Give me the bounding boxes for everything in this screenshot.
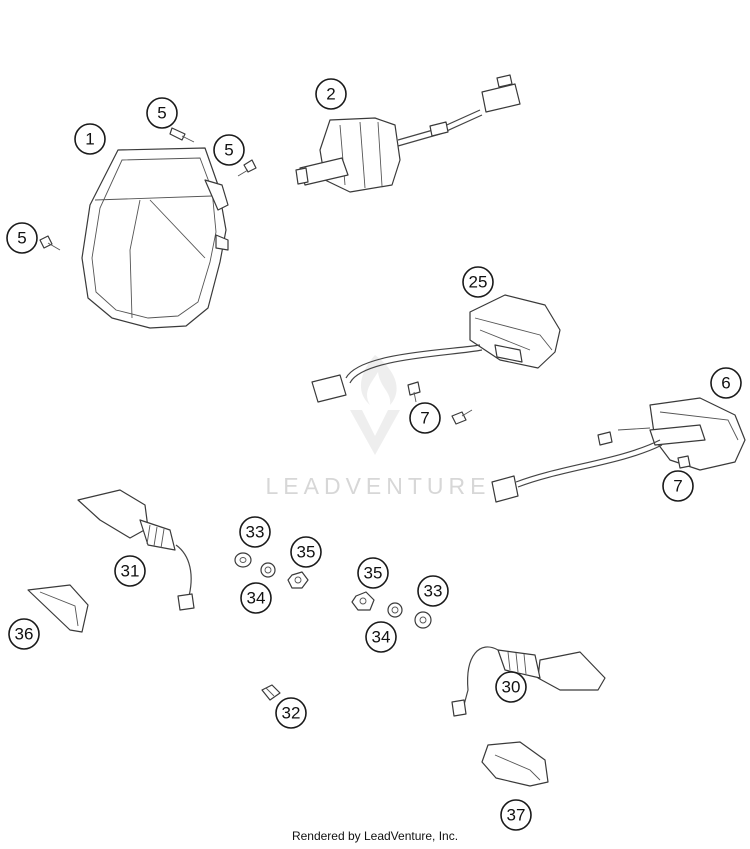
callout-5: 5 [6,222,38,254]
washer-34a [260,562,276,578]
callout-34: 34 [240,582,272,614]
svg-text:33: 33 [424,582,443,601]
svg-text:5: 5 [157,104,166,123]
callout-5: 5 [213,134,245,166]
lens-cover-37-part [481,741,549,787]
callout-36: 36 [8,618,40,650]
callout-7: 7 [409,402,441,434]
washer-33a [234,552,252,568]
tail-light-25-part [311,294,561,403]
callout-37: 37 [500,799,532,831]
callout-35: 35 [290,536,322,568]
svg-text:34: 34 [247,589,266,608]
callout-32: 32 [275,697,307,729]
screw-5b [237,159,257,177]
svg-text:2: 2 [326,85,335,104]
svg-text:31: 31 [121,562,140,581]
callout-35: 35 [357,557,389,589]
callout-5: 5 [146,97,178,129]
turn-signal-30-part [451,646,606,717]
headlight-part [81,147,229,329]
callout-1: 1 [74,123,106,155]
leadventure-watermark-logo [350,355,400,455]
screw-7a [407,381,473,425]
svg-text:34: 34 [372,628,391,647]
footer-credit: Rendered by LeadVenture, Inc. [291,829,459,843]
callout-34: 34 [365,621,397,653]
lens-cover-36-part [27,584,89,633]
svg-text:37: 37 [507,806,526,825]
callout-7: 7 [662,470,694,502]
svg-text:6: 6 [721,374,730,393]
svg-text:35: 35 [297,543,316,562]
svg-text:5: 5 [224,141,233,160]
svg-text:35: 35 [364,564,383,583]
callout-33: 33 [417,575,449,607]
svg-text:1: 1 [85,130,94,149]
watermark-text: LEADVENTURE [266,473,491,499]
callout-30: 30 [495,671,527,703]
callout-31: 31 [114,555,146,587]
screw-5a [169,127,195,143]
washer-33b [414,611,432,629]
svg-text:7: 7 [420,409,429,428]
bulb-holder-part [295,74,521,193]
callout-33: 33 [239,516,271,548]
svg-text:7: 7 [673,477,682,496]
callout-2: 2 [315,78,347,110]
nut-35b [351,591,375,611]
svg-text:32: 32 [282,704,301,723]
washer-34b [387,602,403,618]
svg-text:36: 36 [15,625,34,644]
svg-text:5: 5 [17,229,26,248]
svg-text:25: 25 [469,273,488,292]
callout-6: 6 [710,367,742,399]
screw-5c [39,235,61,251]
plate-light-6-part [491,397,746,503]
turn-signal-31-part [77,489,195,611]
bolt-32-part [261,684,281,701]
svg-text:33: 33 [246,523,265,542]
callout-25: 25 [462,266,494,298]
svg-text:30: 30 [502,678,521,697]
nut-35a [287,571,309,589]
